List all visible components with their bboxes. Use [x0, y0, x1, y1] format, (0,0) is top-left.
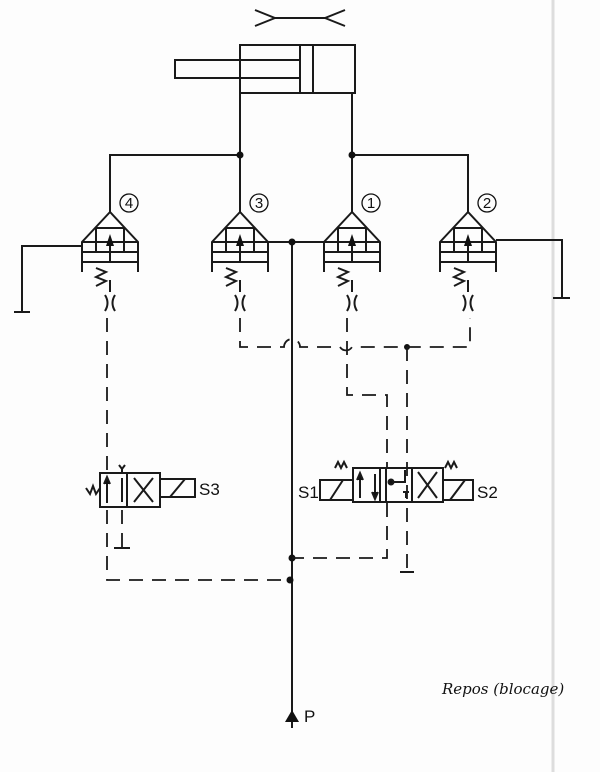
- pilot-check-valve-1: 1: [323, 193, 381, 312]
- solenoid-valve-s3: [85, 464, 196, 508]
- solenoid-label-s2: S2: [477, 483, 498, 502]
- solenoid-valve-s1-s2: [319, 459, 474, 503]
- junction: [288, 238, 296, 246]
- pressure-source-icon: [285, 710, 299, 722]
- caption: Repos (blocage): [441, 680, 564, 698]
- valve-number-label: 1: [367, 195, 375, 212]
- junction: [236, 151, 244, 159]
- double-acting-cylinder: [174, 44, 356, 94]
- junction: [286, 576, 294, 584]
- pressure-label: P: [304, 707, 315, 726]
- pilot-check-valve-2: 2: [439, 193, 497, 312]
- valve-number-label: 4: [125, 195, 133, 212]
- valve-number-label: 2: [483, 195, 491, 212]
- dashed-pilot-lines: [106, 318, 471, 581]
- pilot-lines: [14, 93, 570, 728]
- tank-symbols: [114, 547, 414, 573]
- junction: [348, 151, 356, 159]
- load-symbol: [254, 9, 346, 27]
- solenoid-label-s3: S3: [199, 480, 220, 499]
- pilot-check-valve-4: 4: [81, 193, 139, 312]
- solenoid-label-s1: S1: [298, 483, 319, 502]
- valve-number-label: 3: [255, 195, 263, 212]
- pilot-check-valve-3: 3: [211, 193, 269, 312]
